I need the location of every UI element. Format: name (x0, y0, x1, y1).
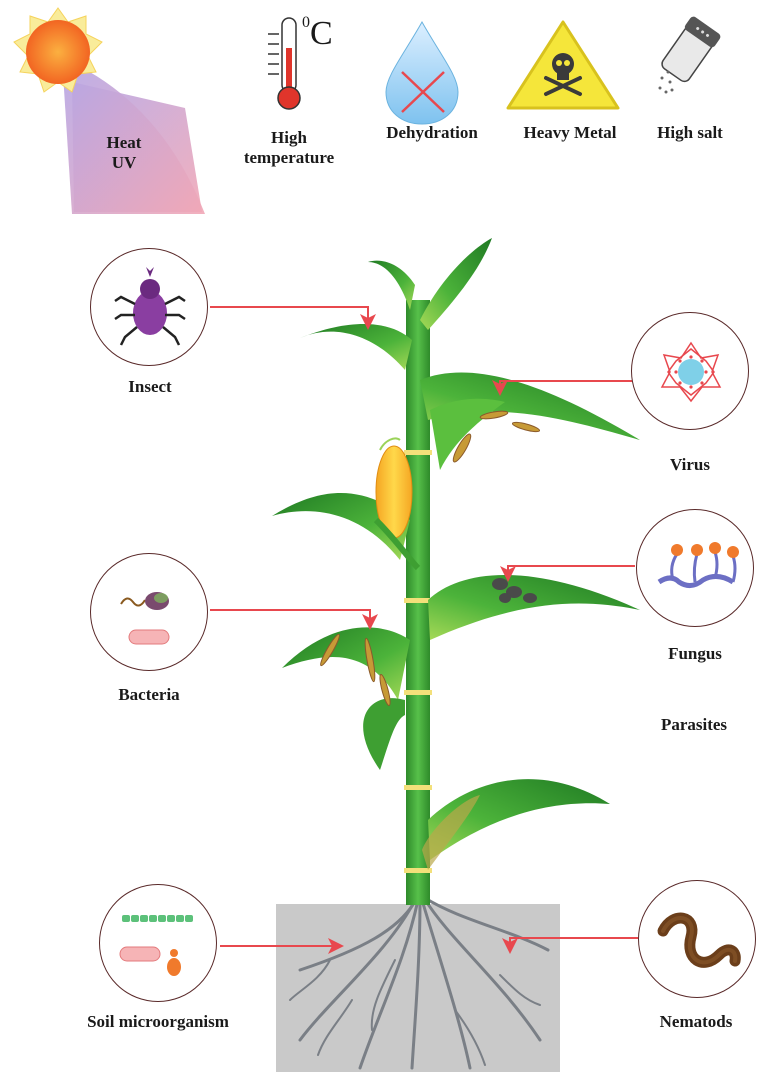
leaves (272, 238, 640, 870)
bacteria-label: Bacteria (90, 685, 208, 705)
fungus-circle (636, 509, 754, 627)
heat-label: Heat (84, 133, 164, 153)
water-drop-icon (386, 22, 458, 124)
high-temperature-line1: High (228, 128, 350, 148)
fungus-label: Fungus (640, 644, 750, 664)
salt-shaker-icon (658, 15, 722, 85)
insect-label: Insect (100, 377, 200, 397)
insect-arrow (210, 307, 368, 326)
temperature-unit-letter: C (310, 15, 333, 52)
nematode-icon (639, 881, 757, 999)
thermometer-icon (268, 18, 300, 109)
soil-circle (99, 884, 217, 1002)
parasites-label: Parasites (638, 715, 750, 735)
dehydration-label: Dehydration (370, 123, 494, 143)
heavy-metal-label: Heavy Metal (505, 123, 635, 143)
soil-microorganism-icon (100, 885, 218, 1003)
temperature-unit: 0C (302, 14, 333, 53)
beetle-icon (91, 249, 209, 367)
nematods-label: Nematods (640, 1012, 752, 1032)
bacteria-icon (91, 554, 209, 672)
soil-microorganism-label: Soil microorganism (38, 1012, 278, 1032)
temperature-unit-superscript: 0 (302, 14, 310, 31)
insect-circle (90, 248, 208, 366)
nematods-circle (638, 880, 756, 998)
virus-label: Virus (640, 455, 740, 475)
high-salt-label: High salt (640, 123, 740, 143)
hazard-skull-icon (508, 22, 618, 108)
bacteria-arrow (210, 610, 370, 626)
uv-label: UV (84, 153, 164, 173)
high-temperature-label: High temperature (228, 128, 350, 167)
virus-circle (631, 312, 749, 430)
virus-icon (632, 313, 750, 431)
fungus-arrow (508, 566, 635, 578)
sun-label: Heat UV (84, 133, 164, 172)
bacteria-circle (90, 553, 208, 671)
fungus-icon (637, 510, 755, 628)
high-temperature-line2: temperature (228, 148, 350, 168)
